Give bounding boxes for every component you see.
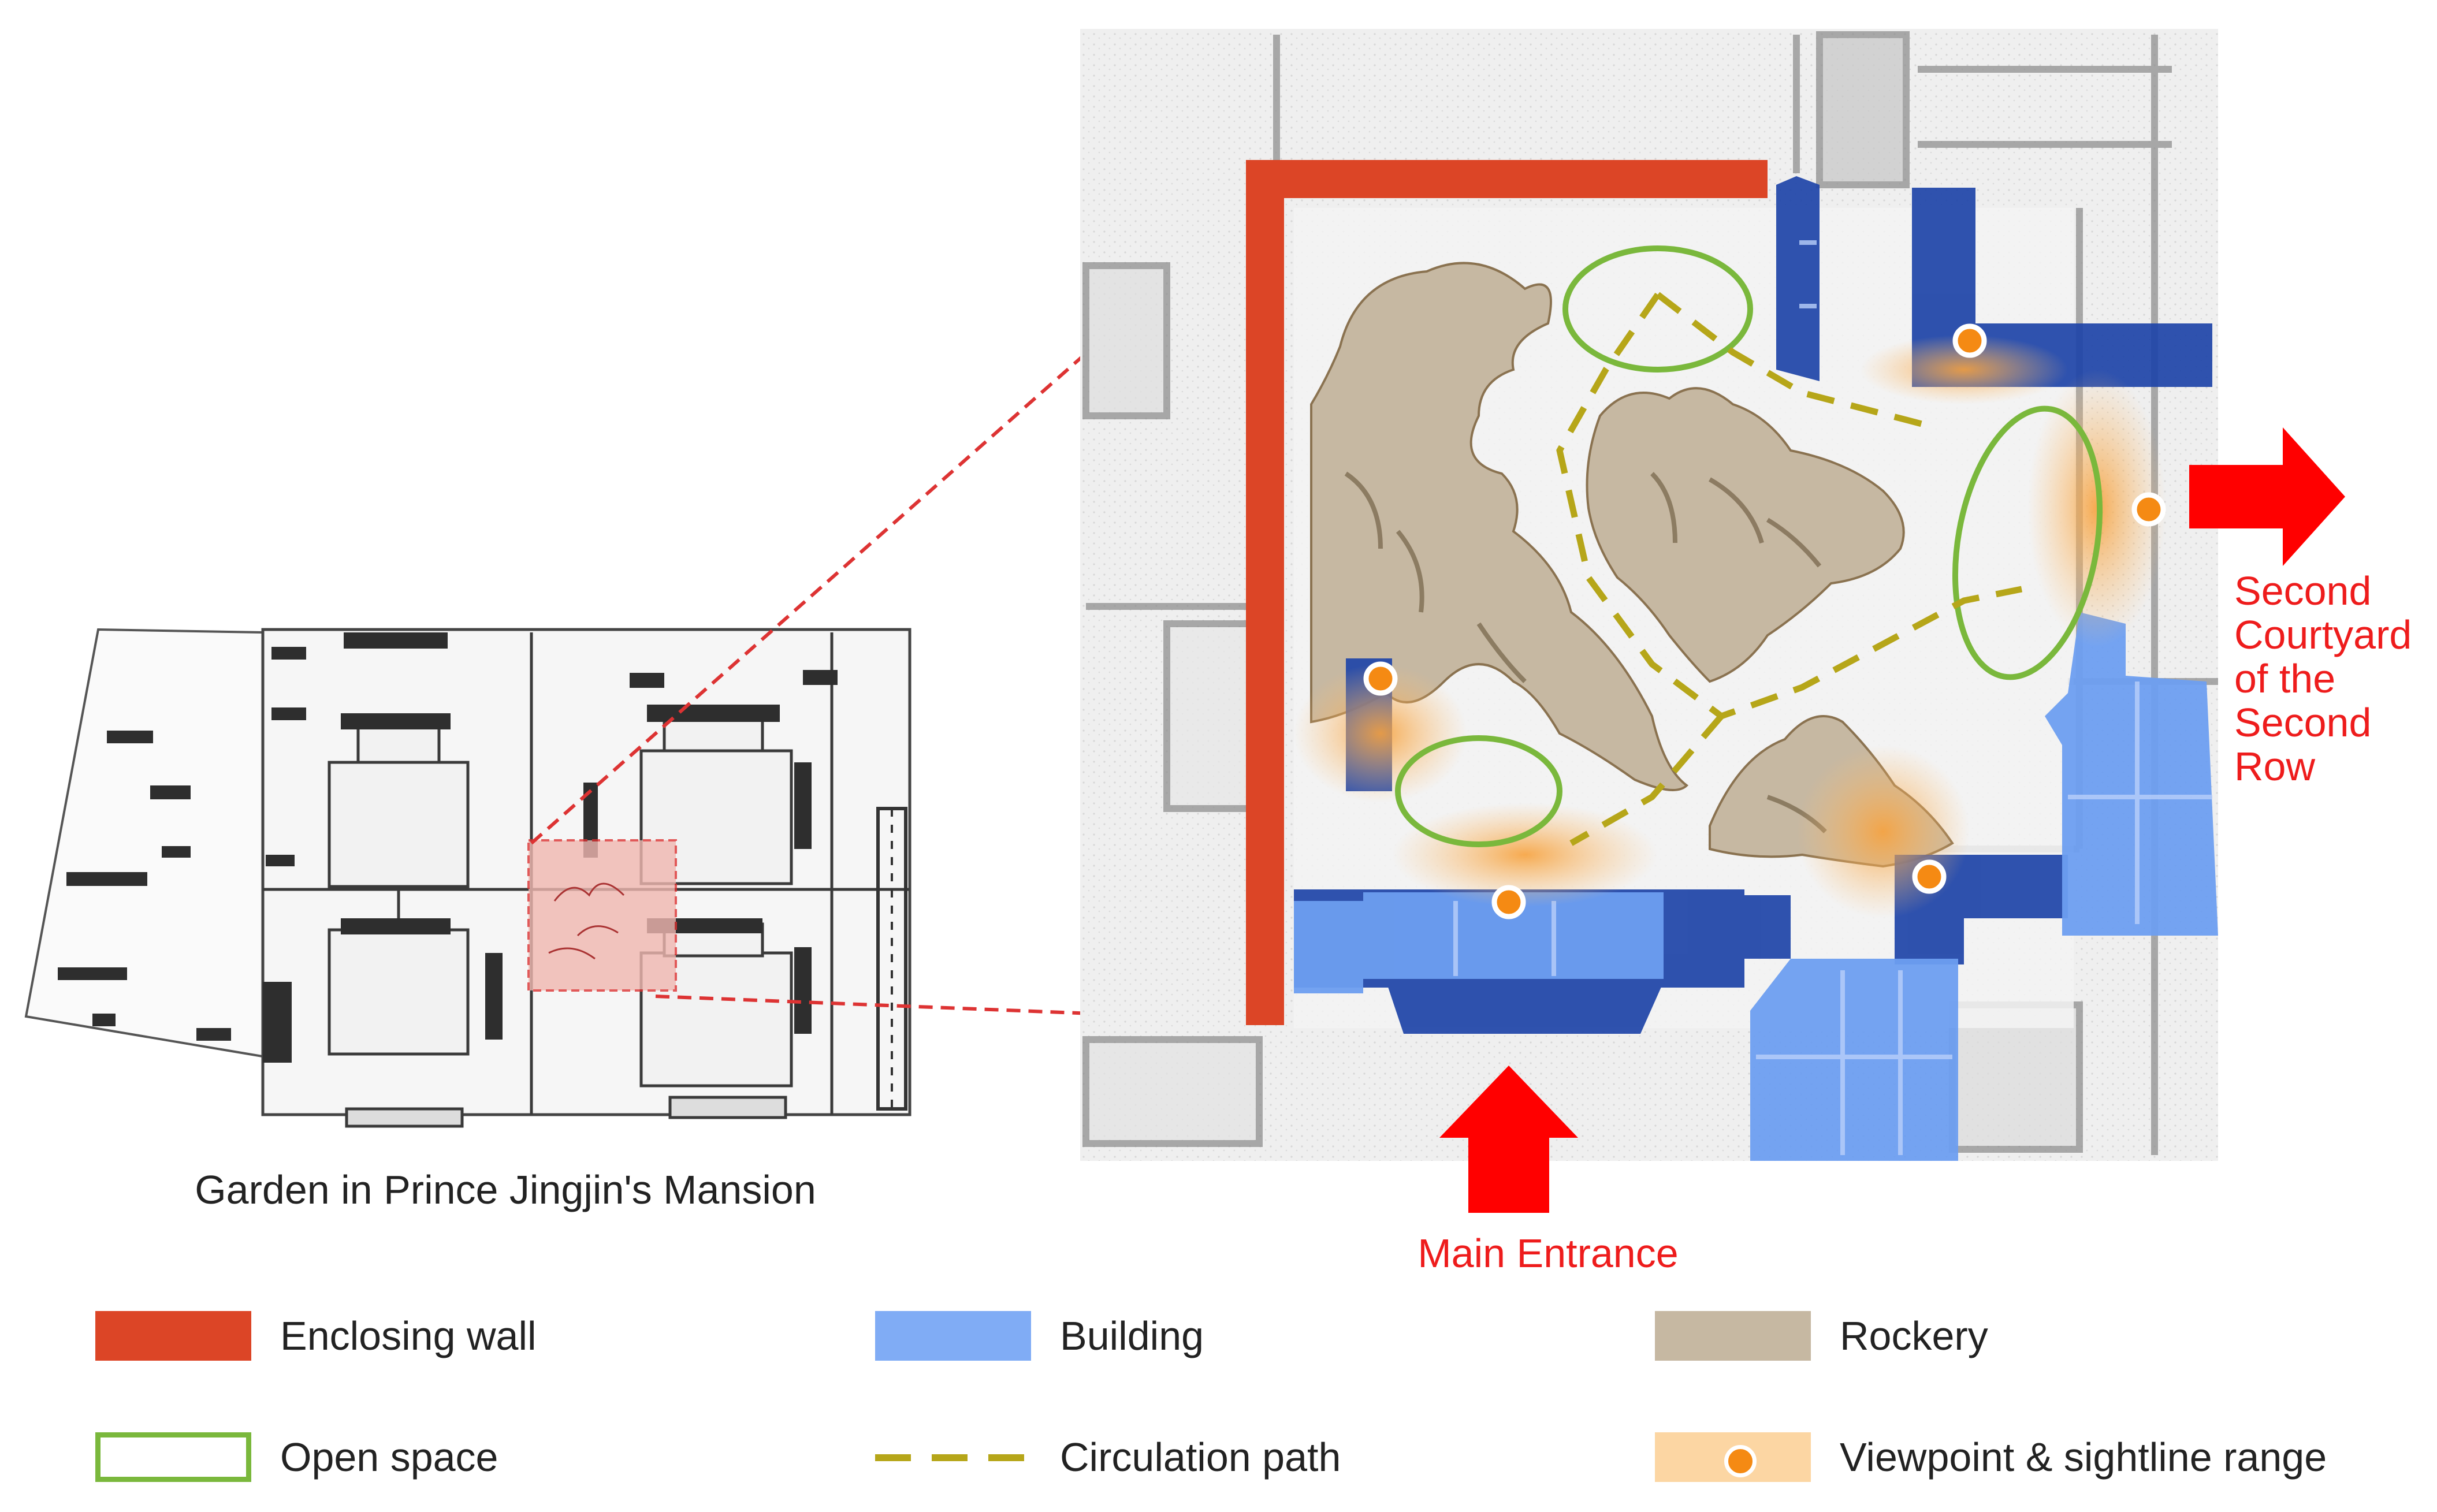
courtyard-label-line: Row: [2234, 744, 2316, 789]
rockery-swatch: [1655, 1311, 1811, 1361]
legend-label: Open space: [280, 1435, 498, 1480]
wall-swatch: [95, 1311, 251, 1361]
second-courtyard-arrow: [2189, 427, 2345, 566]
buildings-light: [1294, 612, 2218, 1161]
courtyard-label-line: Courtyard: [2234, 612, 2412, 657]
courtyard-label-line: Second: [2234, 700, 2372, 745]
legend-label: Building: [1060, 1313, 1204, 1358]
circulation-path: [1556, 292, 2023, 846]
viewpoint-swatch: [1655, 1432, 1811, 1482]
building-window-grid: [1453, 240, 2212, 1155]
enclosing-wall: [1246, 160, 1768, 1025]
site-plan-caption: Garden in Prince Jingjin's Mansion: [195, 1167, 816, 1212]
legend-label: Enclosing wall: [280, 1313, 537, 1358]
open-space-swatch: [95, 1432, 251, 1482]
site-plan-drawing: [24, 628, 911, 1128]
main-entrance-label: Main Entrance: [1417, 1231, 1679, 1276]
legend-label: Circulation path: [1060, 1435, 1341, 1480]
courtyard-label-line: of the: [2234, 656, 2336, 701]
courtyard-label-line: Second: [2234, 568, 2372, 613]
second-courtyard-label: Second Courtyard of the Second Row: [2234, 569, 2431, 788]
legend-label: Rockery: [1840, 1313, 1988, 1358]
path-swatch: [875, 1432, 1031, 1482]
legend-label: Viewpoint & sightline range: [1840, 1435, 2327, 1480]
viewpoints: [1363, 323, 2166, 919]
building-swatch: [875, 1311, 1031, 1361]
open-spaces: [1395, 245, 2103, 847]
main-entrance-arrow: [1439, 1066, 1578, 1213]
